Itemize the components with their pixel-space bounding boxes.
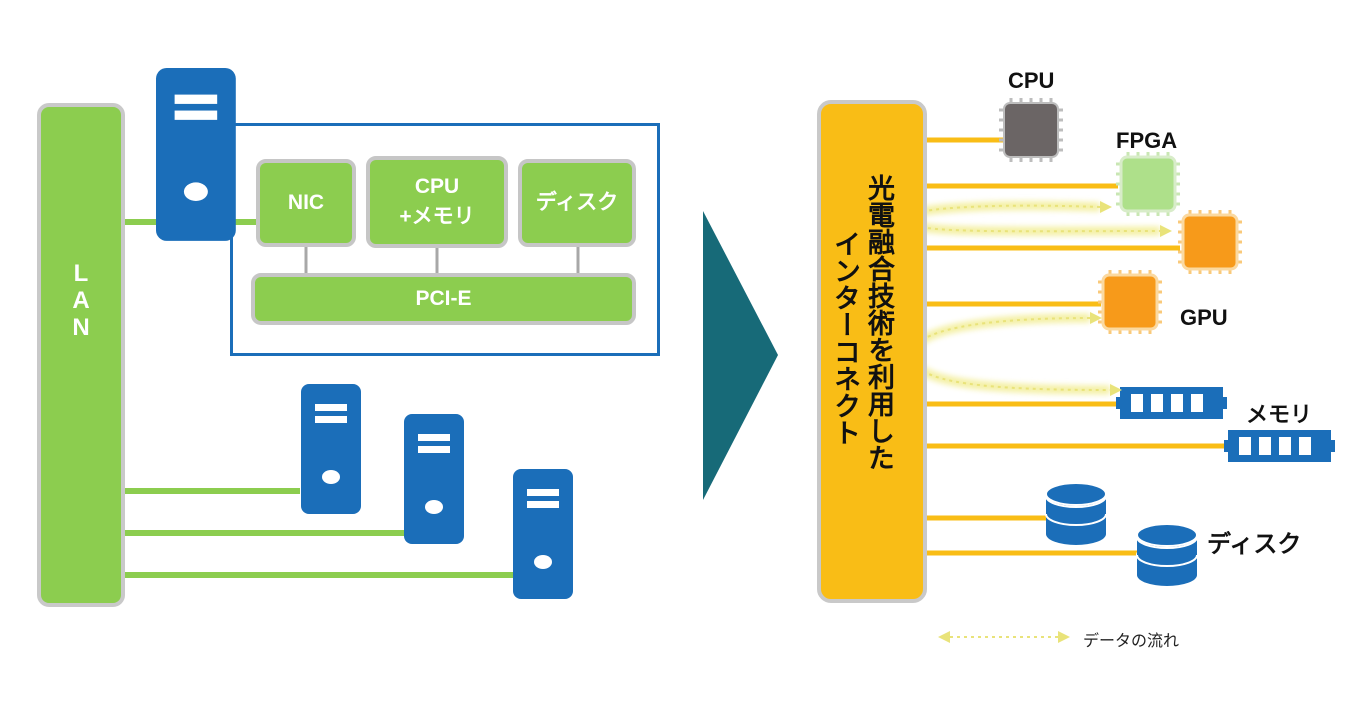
fpga-chip-icon xyxy=(1116,152,1180,216)
legend-flow-icon xyxy=(938,631,1070,643)
gpu-chip-icon-1 xyxy=(1178,210,1242,274)
server-main-icon xyxy=(156,68,236,241)
nic-label: NIC xyxy=(287,191,325,214)
pcie-label: PCI-E xyxy=(415,287,472,310)
disk-stack-icon-1 xyxy=(1045,482,1107,545)
nic-box: NIC xyxy=(256,159,356,247)
lan-bar xyxy=(37,103,125,607)
data-flow-gpu-memory xyxy=(907,312,1122,396)
server-icon-3 xyxy=(513,469,573,599)
interconnect-bar xyxy=(817,100,927,603)
cpu-label: CPU xyxy=(414,175,460,198)
disk-stack-icon-2 xyxy=(1136,523,1198,586)
server-icon-2 xyxy=(404,414,464,544)
disk-label: ディスク xyxy=(535,191,619,214)
disk-box: ディスク xyxy=(518,159,636,247)
pcie-bus: PCI-E xyxy=(251,273,636,325)
transition-arrow-icon xyxy=(703,211,778,500)
gpu-chip-icon-2 xyxy=(1098,270,1162,334)
lan-links xyxy=(125,219,513,578)
disk-label-right: ディスク xyxy=(1207,531,1302,558)
memory-label-right: メモリ xyxy=(1246,402,1313,427)
server-internals-frame xyxy=(230,123,660,356)
lan-label: LAN xyxy=(67,260,95,341)
fpga-label: FPGA xyxy=(1116,128,1178,153)
cpu-memory-box: CPU +メモリ xyxy=(366,156,508,248)
memory-module-icon-2 xyxy=(1224,430,1335,462)
cpu-label-right: CPU xyxy=(1008,68,1055,93)
server-icon-1 xyxy=(301,384,361,514)
memory-label: +メモリ xyxy=(399,205,475,228)
bus-connectors xyxy=(304,246,580,273)
gpu-label: GPU xyxy=(1180,305,1228,330)
memory-module-icon-1 xyxy=(1116,387,1227,419)
cpu-chip-icon xyxy=(999,98,1063,162)
interconnect-links xyxy=(925,137,1226,556)
interconnect-title-line1: 光電融合技術を利用した xyxy=(864,174,894,471)
interconnect-title-line2: インターコネクト xyxy=(830,230,860,446)
legend-label: データの流れ xyxy=(1083,633,1180,650)
